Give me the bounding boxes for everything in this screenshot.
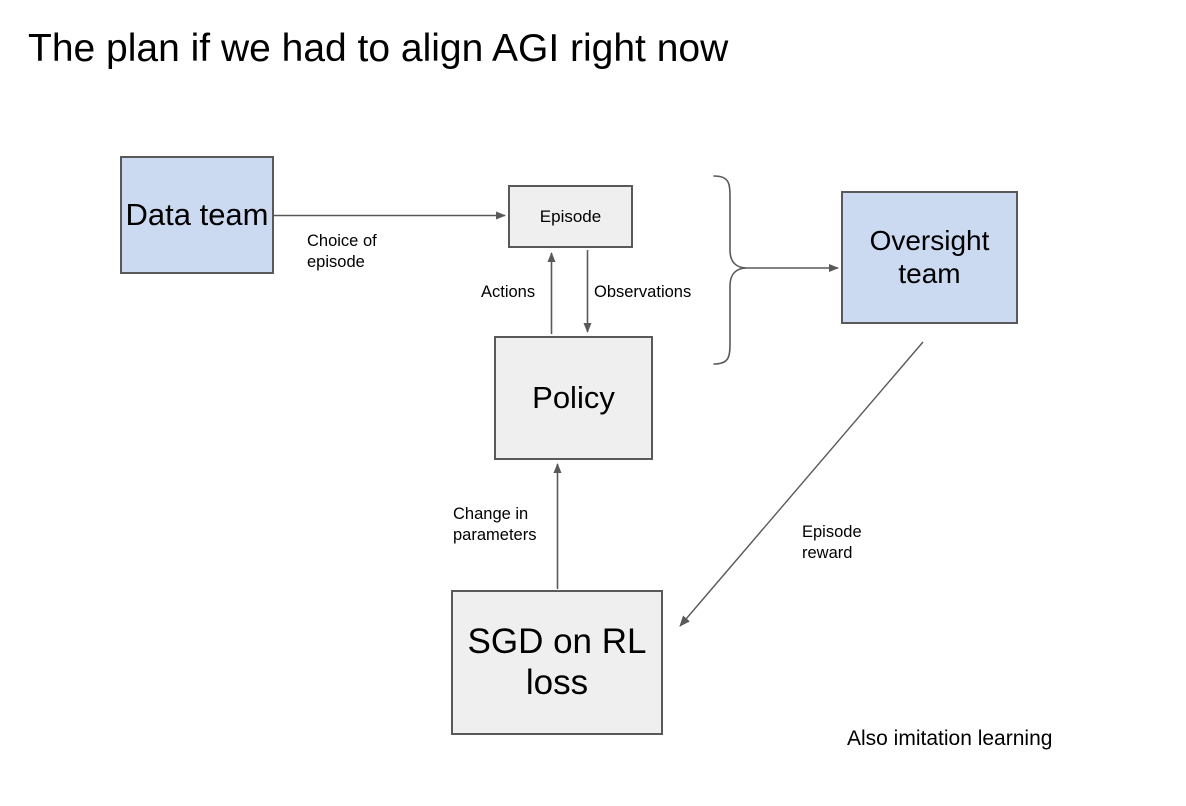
page-title: The plan if we had to align AGI right no…	[28, 27, 729, 70]
node-oversight-team[interactable]: Oversight team	[841, 191, 1018, 324]
edge-label-change-in-parameters: Change in parameters	[453, 505, 537, 544]
node-sgd[interactable]: SGD on RL loss	[451, 590, 663, 735]
edge-episode-reward	[679, 341, 924, 627]
edge-label-choice-of-episode: Choice of episode	[307, 232, 377, 271]
note-also-imitation-learning: Also imitation learning	[847, 727, 1053, 750]
node-oversight-team-label: Oversight team	[869, 225, 990, 289]
node-episode[interactable]: Episode	[508, 185, 633, 248]
node-data-team[interactable]: Data team	[120, 156, 274, 274]
node-data-team-label: Data team	[125, 197, 269, 233]
edge-label-observations: Observations	[594, 283, 692, 301]
edge-label-episode-reward: Episode reward	[802, 523, 862, 562]
node-policy-label: Policy	[532, 380, 615, 416]
edge-label-actions: Actions	[481, 283, 536, 301]
node-policy[interactable]: Policy	[494, 336, 653, 460]
node-episode-label: Episode	[539, 206, 602, 226]
group-brace	[713, 175, 748, 365]
node-sgd-label: SGD on RL loss	[467, 621, 647, 702]
